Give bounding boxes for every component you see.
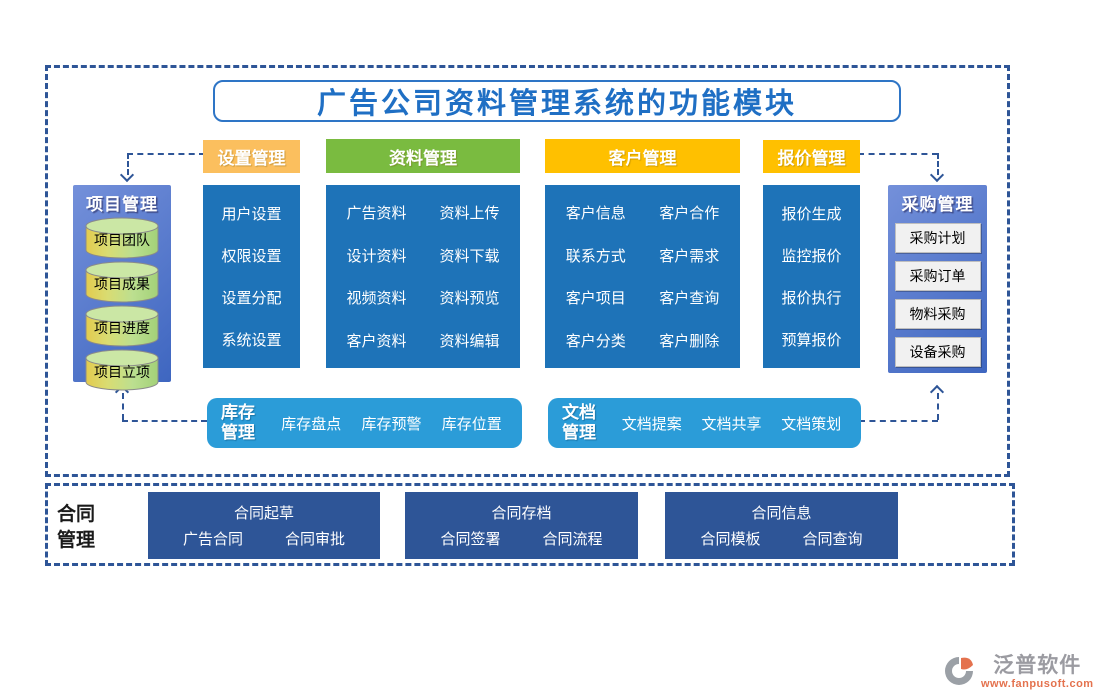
quote-item: 报价执行 <box>781 289 842 307</box>
contract-item: 合同模板 <box>700 531 761 549</box>
logo-url: www.fanpusoft.com <box>981 678 1094 690</box>
customer-item: 客户删除 <box>659 333 720 351</box>
header-data: 资料管理 <box>326 139 520 173</box>
connector-document-purchase-h <box>859 420 938 422</box>
contract-group-title: 合同信息 <box>751 504 812 522</box>
purchase-box: 采购管理 采购计划 采购订单 物料采购 设备采购 <box>888 185 987 373</box>
purchase-item: 设备采购 <box>894 337 981 367</box>
document-item: 文档共享 <box>701 415 762 433</box>
inventory-item: 库存预警 <box>361 415 422 433</box>
inventory-item: 库存盘点 <box>281 415 342 433</box>
connector-inventory-project-v <box>122 393 124 420</box>
quote-item: 监控报价 <box>781 248 842 266</box>
contract-section-label: 合同管理 <box>57 504 96 551</box>
connector-document-purchase-v <box>937 393 939 420</box>
database-cylinder-icon <box>85 305 159 347</box>
header-quote-label: 报价管理 <box>777 149 846 168</box>
project-title: 项目管理 <box>86 195 158 214</box>
data-item: 资料预览 <box>439 290 500 308</box>
data-item: 资料上传 <box>439 204 500 222</box>
settings-item: 用户设置 <box>221 206 282 224</box>
customer-item: 客户信息 <box>565 204 626 222</box>
diagram-title: 广告公司资料管理系统的功能模块 <box>316 88 797 120</box>
header-data-label: 资料管理 <box>389 148 457 168</box>
header-quote: 报价管理 <box>763 140 860 173</box>
top-dashed-region <box>45 65 1010 477</box>
contract-item: 合同查询 <box>802 531 863 549</box>
customer-item: 客户查询 <box>659 290 720 308</box>
document-pill: 文档管理 文档提案 文档共享 文档策划 <box>548 398 861 448</box>
project-cylinder: 项目进度 <box>81 305 163 347</box>
data-item: 客户资料 <box>346 333 407 351</box>
header-settings: 设置管理 <box>203 140 300 173</box>
customer-item: 联系方式 <box>565 247 626 265</box>
settings-item: 权限设置 <box>221 248 282 266</box>
purchase-title: 采购管理 <box>901 195 974 214</box>
quote-item: 报价生成 <box>781 206 842 224</box>
customer-item: 客户合作 <box>659 204 720 222</box>
contract-item: 合同流程 <box>542 531 603 549</box>
settings-item: 设置分配 <box>221 289 282 307</box>
connector-quote-purchase-v <box>937 153 939 175</box>
customer-item: 客户项目 <box>565 290 626 308</box>
inventory-pill: 库存管理 库存盘点 库存预警 库存位置 <box>207 398 522 448</box>
project-item: 项目进度 <box>94 320 150 336</box>
database-cylinder-icon <box>85 217 159 259</box>
database-cylinder-icon <box>85 349 159 391</box>
contract-group-title: 合同起草 <box>233 504 294 522</box>
connector-inventory-project-h <box>122 420 207 422</box>
customer-column: 客户信息 客户合作 联系方式 客户需求 客户项目 客户查询 客户分类 客户删除 <box>545 185 740 368</box>
data-item: 广告资料 <box>346 204 407 222</box>
contract-group-archive: 合同存档 合同签署 合同流程 <box>405 492 638 559</box>
purchase-item: 物料采购 <box>894 299 981 329</box>
customer-item: 客户需求 <box>659 247 720 265</box>
diagram-title-box: 广告公司资料管理系统的功能模块 <box>213 80 901 122</box>
purchase-item: 采购订单 <box>894 261 981 291</box>
document-item: 文档策划 <box>781 415 842 433</box>
data-item: 资料编辑 <box>439 333 500 351</box>
project-cylinder: 项目团队 <box>81 217 163 259</box>
customer-item: 客户分类 <box>565 333 626 351</box>
connector-settings-project-h <box>127 153 205 155</box>
logo-company-name: 泛普软件 <box>993 654 1082 677</box>
document-item: 文档提案 <box>621 415 682 433</box>
inventory-item: 库存位置 <box>441 415 502 433</box>
contract-group-title: 合同存档 <box>491 504 552 522</box>
contract-dashed-region <box>45 483 1015 566</box>
contract-group-draft: 合同起草 广告合同 合同审批 <box>148 492 380 559</box>
fanpu-logo-icon <box>945 657 973 685</box>
data-column: 广告资料 资料上传 设计资料 资料下载 视频资料 资料预览 客户资料 资料编辑 <box>326 185 520 368</box>
purchase-item: 采购计划 <box>894 223 981 253</box>
quote-column: 报价生成 监控报价 报价执行 预算报价 <box>763 185 860 368</box>
project-item: 项目立项 <box>94 364 150 380</box>
contract-item: 合同审批 <box>285 531 346 549</box>
settings-column: 用户设置 权限设置 设置分配 系统设置 <box>203 185 300 368</box>
header-settings-label: 设置管理 <box>217 149 286 168</box>
project-item: 项目团队 <box>94 232 150 248</box>
inventory-title: 库存管理 <box>221 402 255 442</box>
project-cylinder: 项目成果 <box>81 261 163 303</box>
connector-settings-project-v <box>127 153 129 175</box>
header-customer: 客户管理 <box>545 139 740 173</box>
fanpu-logo: 泛普软件 www.fanpusoft.com <box>943 655 1094 690</box>
quote-item: 预算报价 <box>781 331 842 349</box>
header-customer-label: 客户管理 <box>608 148 677 168</box>
settings-item: 系统设置 <box>221 331 282 349</box>
data-item: 资料下载 <box>439 247 500 265</box>
connector-quote-purchase-h <box>858 153 938 155</box>
document-title: 文档管理 <box>562 402 596 442</box>
database-cylinder-icon <box>85 261 159 303</box>
project-cylinder: 项目立项 <box>81 349 163 391</box>
project-box: 项目管理 项目团队 项目成果 项目进度 <box>73 185 171 391</box>
project-item: 项目成果 <box>94 276 150 292</box>
data-item: 设计资料 <box>346 247 407 265</box>
contract-group-info: 合同信息 合同模板 合同查询 <box>665 492 898 559</box>
contract-item: 合同签署 <box>440 531 501 549</box>
data-item: 视频资料 <box>346 290 407 308</box>
contract-item: 广告合同 <box>182 531 243 549</box>
